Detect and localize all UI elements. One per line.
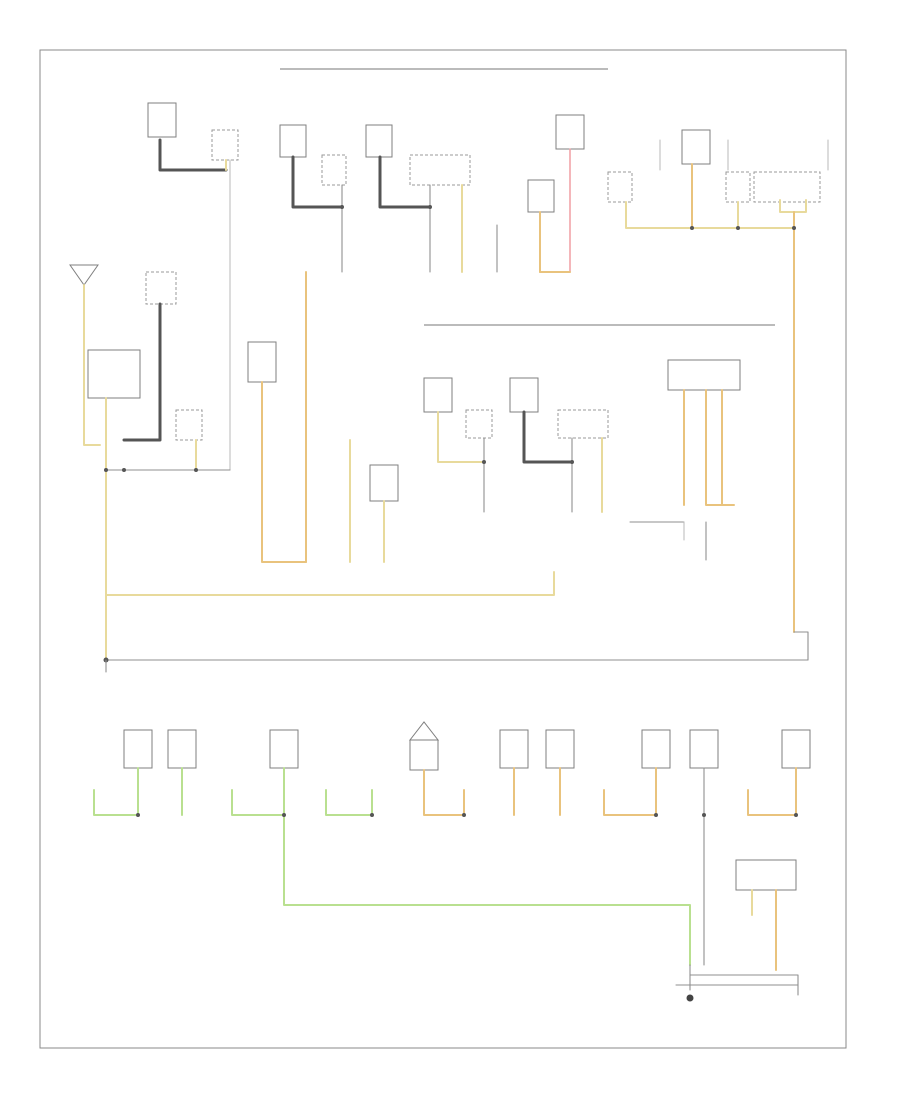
wire (261, 381, 307, 563)
component-box (735, 859, 797, 891)
wire (378, 155, 432, 209)
wire (231, 789, 285, 816)
component-group-middle (247, 271, 399, 563)
component-box (509, 377, 539, 413)
component-box (369, 464, 399, 502)
splice-dot-icon (122, 468, 126, 472)
wire (437, 411, 485, 463)
wire (283, 767, 691, 966)
splice-dot-icon (340, 205, 344, 209)
component-box (555, 114, 585, 150)
wire (291, 155, 344, 209)
connector-outline (725, 171, 751, 203)
component-box (87, 349, 141, 399)
splice-dot-icon (736, 226, 740, 230)
splice-dot-icon (482, 460, 486, 464)
connector-outline (409, 154, 471, 186)
wire (705, 389, 735, 506)
connector-outline (753, 171, 821, 203)
wire (793, 199, 807, 213)
component-box (527, 179, 555, 213)
component-box (499, 729, 529, 769)
connector-outline (145, 271, 177, 305)
component-box (781, 729, 811, 769)
splice-dot-icon (104, 468, 108, 472)
connector-outline (175, 409, 203, 441)
component-box (409, 739, 439, 771)
component-box (667, 359, 741, 391)
splice-dot-icon (370, 813, 374, 817)
splice-dot-icon (570, 460, 574, 464)
component-box (147, 102, 177, 138)
wire (105, 571, 555, 596)
component-box (423, 377, 453, 413)
component-group-top-left (147, 102, 239, 471)
wire (689, 974, 799, 996)
component-row-bottom (93, 721, 811, 966)
wire (423, 769, 465, 816)
wire (122, 302, 162, 442)
connector-outline (321, 154, 347, 186)
component-box (279, 124, 307, 158)
diagram-frame (39, 49, 847, 1049)
wire (522, 410, 574, 464)
splice-dot-icon (194, 468, 198, 472)
wire (747, 767, 797, 816)
ground-symbol-icon (686, 994, 694, 1002)
wire (158, 138, 228, 172)
sensor-symbol (69, 264, 99, 286)
component-box (167, 729, 197, 769)
component-group-top-middle (279, 114, 585, 273)
wire (603, 767, 657, 816)
component-box (689, 729, 719, 769)
component-group-left (69, 264, 231, 661)
component-box (408, 721, 440, 741)
component-box (123, 729, 153, 769)
component-box (365, 124, 393, 158)
connector-outline (607, 171, 633, 203)
wire (83, 284, 101, 446)
wire (93, 767, 139, 816)
component-box (247, 341, 277, 383)
component-group-bottom-right (675, 859, 799, 1002)
wire (325, 789, 373, 816)
splice-dot-icon (428, 205, 432, 209)
wire (625, 201, 795, 229)
splice-dot-icon (690, 226, 694, 230)
connector-outline (211, 129, 239, 161)
splice-dot-icon (462, 813, 466, 817)
splice-dot-icon (792, 226, 796, 230)
component-box (269, 729, 299, 769)
component-box (681, 129, 711, 165)
splice-dot-icon (794, 813, 798, 817)
connector-outline (557, 409, 609, 439)
component-box (545, 729, 575, 769)
component-group-top-right (607, 129, 829, 661)
splice-dot-icon (654, 813, 658, 817)
splice-dot-icon (702, 813, 706, 817)
component-box (641, 729, 671, 769)
wire (779, 199, 795, 213)
connector-outline (465, 409, 493, 439)
component-group-middle-right (423, 359, 741, 561)
splice-dot-icon (282, 813, 286, 817)
splice-dot-icon (136, 813, 140, 817)
wire (793, 631, 809, 661)
